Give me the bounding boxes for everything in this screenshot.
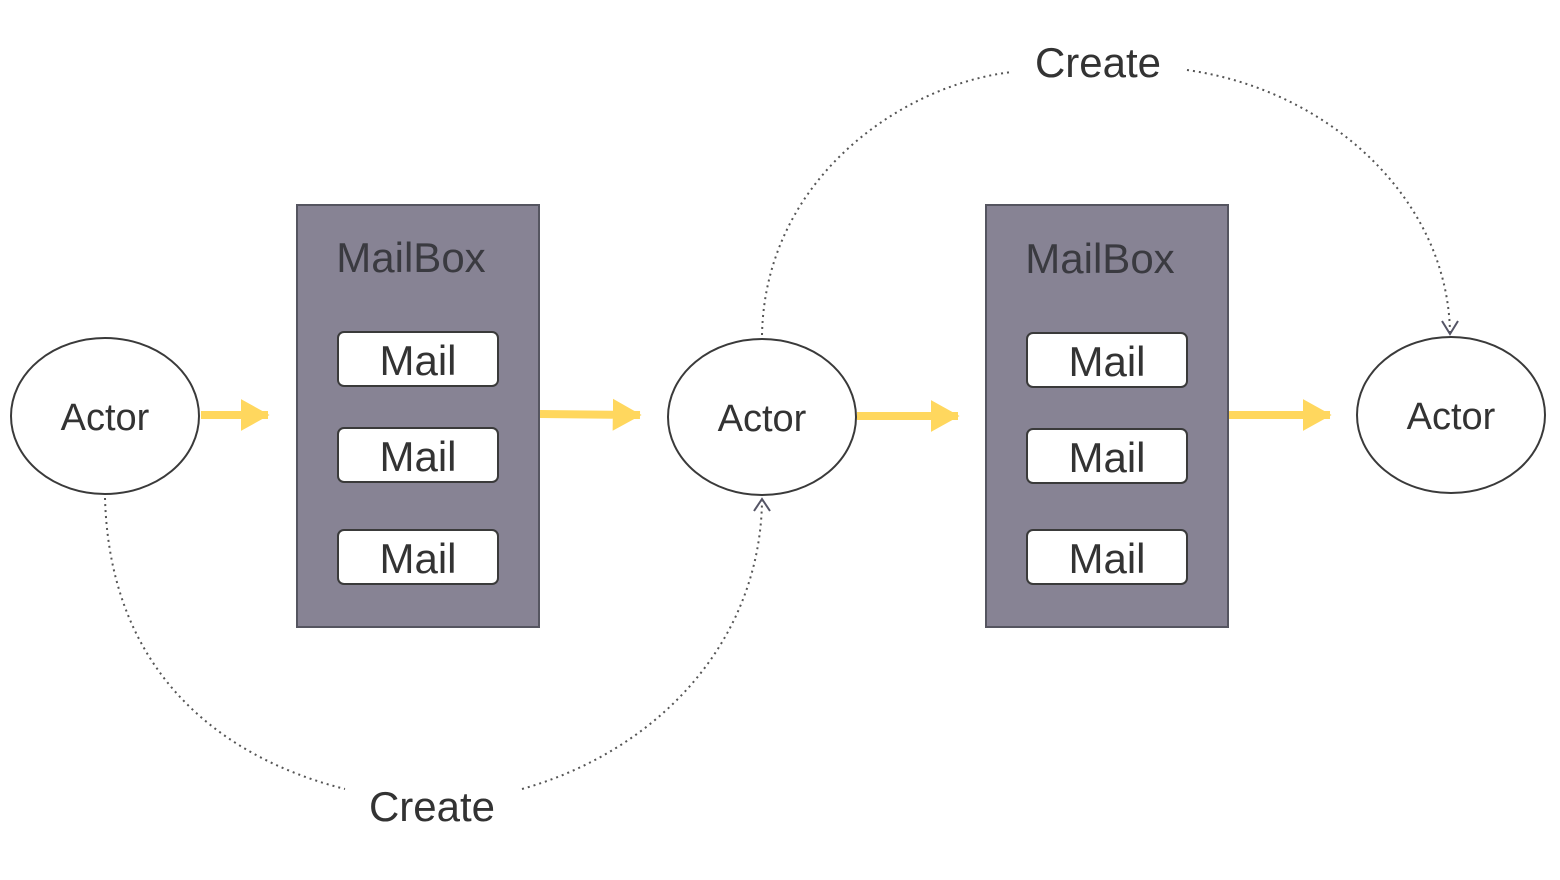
mail-label: Mail — [379, 337, 456, 384]
actor-ellipse — [1356, 336, 1546, 494]
mail-box — [337, 427, 499, 483]
mailbox-title: MailBox — [1025, 235, 1174, 282]
actor-node-2: Actor — [667, 338, 857, 496]
mailbox-2: MailBox Mail Mail Mail — [985, 204, 1229, 628]
mail-item: Mail — [1026, 332, 1188, 388]
mail-label: Mail — [1068, 535, 1145, 582]
mail-item: Mail — [1026, 529, 1188, 585]
create-arrowhead-top — [1441, 320, 1459, 336]
mail-box — [1026, 428, 1188, 484]
mail-label: Mail — [1068, 434, 1145, 481]
mail-box — [1026, 529, 1188, 585]
mail-item: Mail — [337, 331, 499, 387]
create-label-bottom: Create — [369, 783, 495, 830]
mail-item: Mail — [337, 427, 499, 483]
actor-label: Actor — [61, 397, 150, 439]
actor-ellipse — [10, 337, 200, 495]
mail-label: Mail — [379, 535, 456, 582]
create-label-top: Create — [1035, 39, 1161, 86]
create-arrowhead-bottom — [753, 497, 771, 512]
actor-node-1: Actor — [10, 337, 200, 495]
actor-node-3: Actor — [1356, 336, 1546, 494]
mail-label: Mail — [1068, 338, 1145, 385]
actor-label: Actor — [718, 398, 807, 440]
create-curve-bottom — [104, 497, 346, 790]
create-curve-top — [761, 71, 1013, 336]
create-curve-bottom-end — [521, 500, 763, 790]
actor-ellipse — [667, 338, 857, 496]
mail-item: Mail — [337, 529, 499, 585]
mail-box — [1026, 332, 1188, 388]
mail-item: Mail — [1026, 428, 1188, 484]
mail-label: Mail — [379, 433, 456, 480]
mailbox-1: MailBox Mail Mail Mail — [296, 204, 540, 628]
actor-label: Actor — [1407, 396, 1496, 438]
mail-box — [337, 331, 499, 387]
flow-arrow-mailbox1-to-actor2 — [539, 398, 642, 431]
mail-box — [337, 529, 499, 585]
mailbox-title: MailBox — [336, 234, 485, 281]
